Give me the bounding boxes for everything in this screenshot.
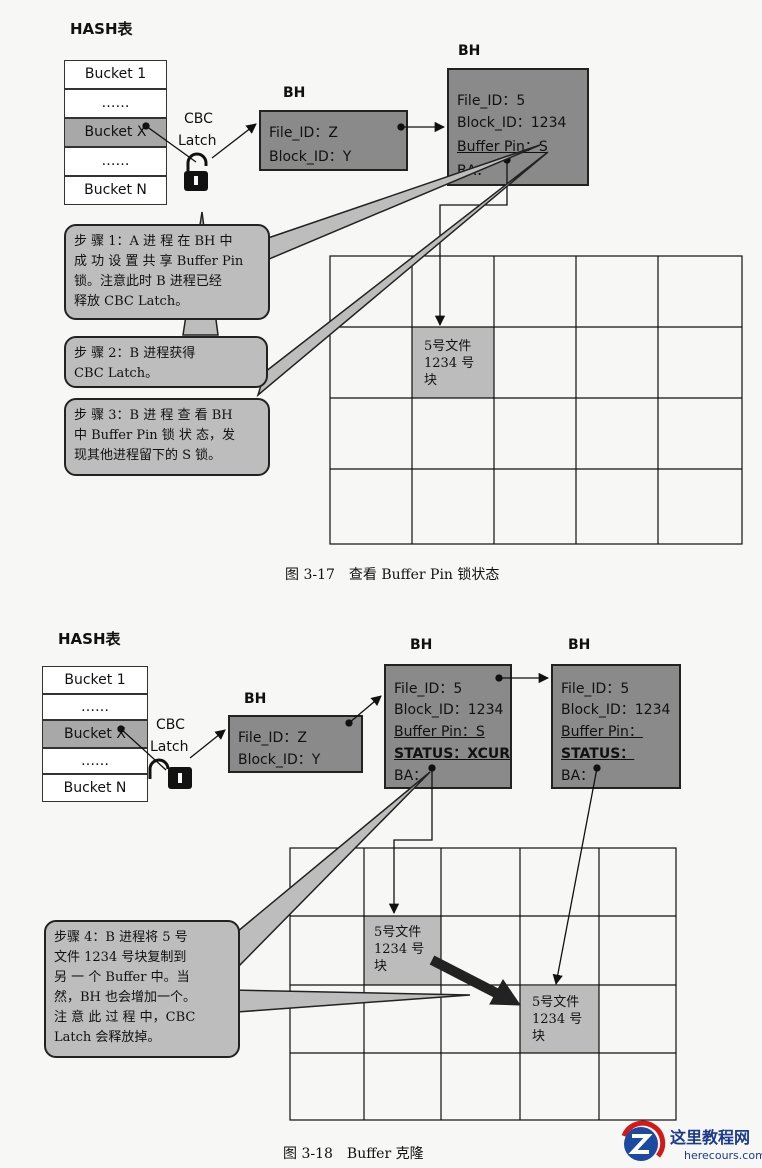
bh-right-title-2: BH — [568, 637, 591, 653]
bh-left-title-2: BH — [244, 691, 267, 707]
step4-callout: 步骤 4：B 进程将 5 号 文件 1234 号块复制到 另 一 个 Buffe… — [44, 920, 240, 1058]
bucket-x: Bucket X — [42, 720, 148, 748]
bh-left-box: File_ID：Z Block_ID：Y — [259, 110, 408, 171]
bucket-n: Bucket N — [64, 176, 167, 205]
step1-callout: 步 骤 1：A 进 程 在 BH 中 成 功 设 置 共 享 Buffer Pi… — [64, 224, 270, 320]
fig2-connectors — [117, 672, 601, 986]
block-cell-original-label: 5号文件 1234 号 块 — [374, 925, 425, 974]
bh-mid-block-id: Block_ID：1234 — [394, 702, 504, 718]
bucket-ellipsis-1: …… — [64, 89, 167, 118]
step2-callout: 步 骤 2：B 进程获得 CBC Latch。 — [64, 336, 268, 388]
hash-table-title: HASH表 — [70, 20, 133, 38]
bh-right-buffer-pin: Buffer Pin： — [561, 724, 643, 740]
bh-right-file-id: File_ID：5 — [561, 681, 630, 697]
bh-mid-buffer-pin: Buffer Pin：S — [394, 724, 485, 740]
watermark-url: herecours.com — [684, 1149, 762, 1162]
copy-arrow — [429, 955, 521, 1006]
block-cell-highlight — [412, 327, 494, 398]
block-cell-label: 5号文件 1234 号 块 — [424, 339, 475, 388]
bh-mid-status: STATUS：XCUR — [394, 746, 511, 762]
cbc-latch-label-latch: Latch — [178, 133, 217, 149]
watermark-brand: 这里教程网 — [670, 1128, 751, 1147]
bh-right-block-id: Block_ID：1234 — [561, 702, 671, 718]
bh-right-block-id: Block_ID：1234 — [457, 115, 567, 131]
block-cell-original-highlight — [364, 916, 441, 985]
bh-right-box-2: File_ID：5 Block_ID：1234 Buffer Pin： STAT… — [551, 664, 681, 789]
bh-left-title: BH — [283, 85, 306, 101]
figure-caption-3-17: 图 3-17 查看 Buffer Pin 锁状态 — [285, 567, 500, 583]
bh-right-box: File_ID：5 Block_ID：1234 Buffer Pin：S BA： — [447, 68, 589, 186]
watermark-logo-icon — [621, 1120, 666, 1161]
cbc-latch-label-latch: Latch — [150, 739, 189, 755]
cbc-latch-label-cbc: CBC — [156, 717, 185, 733]
bh-right-status: STATUS： — [561, 746, 635, 762]
step3-callout: 步 骤 3：B 进 程 查 看 BH 中 Buffer Pin 锁 状 态，发 … — [64, 398, 270, 476]
bh-right-title: BH — [458, 43, 481, 59]
block-cell-clone-label: 5号文件 1234 号 块 — [532, 995, 583, 1044]
figure-caption-3-18: 图 3-18 Buffer 克隆 — [283, 1146, 424, 1162]
bh-left-file-id: File_ID：Z — [269, 125, 338, 141]
bh-mid-box: File_ID：5 Block_ID：1234 Buffer Pin：S STA… — [384, 664, 512, 789]
lock-icon-fig2 — [148, 758, 192, 789]
bh-left-block-id: Block_ID：Y — [238, 752, 321, 768]
bh-left-file-id: File_ID：Z — [238, 730, 307, 746]
hash-table-title-2: HASH表 — [58, 630, 121, 648]
buffer-grid-fig1 — [329, 255, 743, 545]
lock-icon-fig1 — [184, 152, 208, 191]
bucket-1: Bucket 1 — [64, 60, 167, 89]
block-cell-clone-highlight — [520, 986, 599, 1053]
cbc-latch-label-cbc: CBC — [184, 111, 213, 127]
bucket-ellipsis-2: …… — [42, 748, 148, 774]
bh-left-box-2: File_ID：Z Block_ID：Y — [228, 715, 363, 773]
bh-mid-ba: BA： — [394, 768, 428, 784]
bucket-n: Bucket N — [42, 774, 148, 802]
bucket-ellipsis-1: …… — [42, 694, 148, 720]
bh-mid-file-id: File_ID：5 — [394, 681, 463, 697]
bucket-ellipsis-2: …… — [64, 147, 167, 176]
bh-right-file-id: File_ID：5 — [457, 93, 526, 109]
fig1-connectors — [142, 121, 511, 327]
bh-mid-title: BH — [410, 637, 433, 653]
bh-left-block-id: Block_ID：Y — [269, 149, 352, 165]
bucket-x: Bucket X — [64, 118, 167, 147]
bh-right-ba: BA： — [561, 768, 595, 784]
bucket-1: Bucket 1 — [42, 666, 148, 694]
